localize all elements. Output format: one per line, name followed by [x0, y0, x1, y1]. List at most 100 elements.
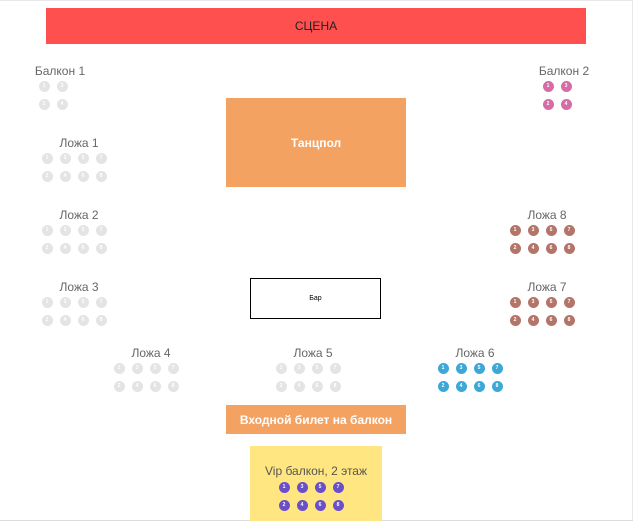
stage-label: СЦЕНА [294, 19, 338, 33]
seat-lodge3-2: 2 [41, 315, 53, 326]
seat-lodge7-3[interactable]: 3 [527, 297, 539, 308]
bar-area: Бар [250, 278, 381, 319]
seat-lodge1-2: 2 [41, 171, 53, 182]
seat-balcony2-1[interactable]: 1 [542, 81, 554, 92]
balcony-ticket-label: Входной билет на балкон [239, 412, 393, 427]
seat-lodge2-1: 1 [41, 225, 53, 236]
seat-lodge1-1: 1 [41, 153, 53, 164]
seat-vip-5[interactable]: 5 [314, 482, 326, 493]
section-title: Ложа 2 [59, 208, 99, 222]
seat-lodge6-8[interactable]: 8 [491, 381, 503, 392]
seat-lodge1-7: 7 [95, 153, 107, 164]
seat-balcony2-3[interactable]: 3 [560, 81, 572, 92]
seat-lodge1-5: 5 [77, 153, 89, 164]
section-title: Ложа 6 [455, 346, 495, 360]
vip-balcony-title: Vip балкон, 2 этаж [264, 464, 368, 478]
seat-balcony1-4: 4 [56, 99, 68, 110]
seat-lodge8-8[interactable]: 8 [563, 243, 575, 254]
seat-balcony1-3: 3 [56, 81, 68, 92]
seat-lodge8-6[interactable]: 6 [545, 243, 557, 254]
seat-lodge1-3: 3 [59, 153, 71, 164]
seat-lodge8-2[interactable]: 2 [509, 243, 521, 254]
seat-lodge1-4: 4 [59, 171, 71, 182]
seat-lodge5-1: 1 [275, 363, 287, 374]
seat-balcony2-2[interactable]: 2 [542, 99, 554, 110]
seat-lodge7-1[interactable]: 1 [509, 297, 521, 308]
seat-balcony2-4[interactable]: 4 [560, 99, 572, 110]
seat-lodge6-7[interactable]: 7 [491, 363, 503, 374]
seat-lodge5-5: 5 [311, 363, 323, 374]
seat-lodge7-4[interactable]: 4 [527, 315, 539, 326]
dancefloor-label: Танцпол [290, 135, 342, 150]
seat-lodge2-8: 8 [95, 243, 107, 254]
seat-vip-6[interactable]: 6 [314, 500, 326, 511]
section-title: Ложа 4 [131, 346, 171, 360]
seat-lodge7-5[interactable]: 5 [545, 297, 557, 308]
seat-lodge5-4: 4 [293, 381, 305, 392]
seat-vip-2[interactable]: 2 [278, 500, 290, 511]
seat-vip-3[interactable]: 3 [296, 482, 308, 493]
seat-lodge1-8: 8 [95, 171, 107, 182]
seat-lodge6-3[interactable]: 3 [455, 363, 467, 374]
seat-lodge2-2: 2 [41, 243, 53, 254]
seat-lodge3-6: 6 [77, 315, 89, 326]
seat-lodge3-3: 3 [59, 297, 71, 308]
seat-lodge8-4[interactable]: 4 [527, 243, 539, 254]
seat-lodge3-8: 8 [95, 315, 107, 326]
seat-lodge4-2: 2 [113, 381, 125, 392]
section-title: Ложа 3 [59, 280, 99, 294]
seat-lodge7-6[interactable]: 6 [545, 315, 557, 326]
dancefloor-button[interactable]: Танцпол [226, 98, 406, 187]
seat-lodge6-6[interactable]: 6 [473, 381, 485, 392]
top-border [0, 0, 633, 1]
seat-vip-1[interactable]: 1 [278, 482, 290, 493]
seat-lodge3-4: 4 [59, 315, 71, 326]
seat-balcony1-2: 2 [38, 99, 50, 110]
seat-lodge4-5: 5 [149, 363, 161, 374]
seat-lodge4-4: 4 [131, 381, 143, 392]
seat-lodge4-6: 6 [149, 381, 161, 392]
seat-balcony1-1: 1 [38, 81, 50, 92]
seat-lodge6-2[interactable]: 2 [437, 381, 449, 392]
section-title: Ложа 1 [59, 136, 99, 150]
seat-lodge4-8: 8 [167, 381, 179, 392]
seat-lodge5-2: 2 [275, 381, 287, 392]
seat-lodge3-7: 7 [95, 297, 107, 308]
seat-vip-7[interactable]: 7 [332, 482, 344, 493]
seat-lodge7-2[interactable]: 2 [509, 315, 521, 326]
bar-label: Бар [309, 295, 322, 302]
seat-lodge8-3[interactable]: 3 [527, 225, 539, 236]
seat-lodge3-5: 5 [77, 297, 89, 308]
section-title: Балкон 1 [34, 64, 86, 78]
seat-lodge1-6: 6 [77, 171, 89, 182]
seat-lodge7-8[interactable]: 8 [563, 315, 575, 326]
seat-lodge8-5[interactable]: 5 [545, 225, 557, 236]
seat-lodge5-8: 8 [329, 381, 341, 392]
section-title: Ложа 8 [527, 208, 567, 222]
seat-vip-4[interactable]: 4 [296, 500, 308, 511]
seat-lodge8-7[interactable]: 7 [563, 225, 575, 236]
seat-lodge6-4[interactable]: 4 [455, 381, 467, 392]
seat-lodge2-3: 3 [59, 225, 71, 236]
seat-lodge4-3: 3 [131, 363, 143, 374]
seat-lodge7-7[interactable]: 7 [563, 297, 575, 308]
seat-lodge8-1[interactable]: 1 [509, 225, 521, 236]
section-title: Ложа 5 [293, 346, 333, 360]
seat-lodge5-7: 7 [329, 363, 341, 374]
seat-lodge2-4: 4 [59, 243, 71, 254]
section-title: Ложа 7 [527, 280, 567, 294]
balcony-ticket-button[interactable]: Входной билет на балкон [226, 405, 406, 434]
seat-lodge6-5[interactable]: 5 [473, 363, 485, 374]
seat-vip-8[interactable]: 8 [332, 500, 344, 511]
seat-lodge2-5: 5 [77, 225, 89, 236]
seat-lodge2-7: 7 [95, 225, 107, 236]
seat-lodge5-6: 6 [311, 381, 323, 392]
seat-lodge2-6: 6 [77, 243, 89, 254]
section-title: Балкон 2 [538, 64, 590, 78]
seat-lodge3-1: 1 [41, 297, 53, 308]
seat-lodge4-7: 7 [167, 363, 179, 374]
stage-area: СЦЕНА [46, 8, 586, 44]
seat-lodge6-1[interactable]: 1 [437, 363, 449, 374]
seat-lodge5-3: 3 [293, 363, 305, 374]
seat-lodge4-1: 1 [113, 363, 125, 374]
